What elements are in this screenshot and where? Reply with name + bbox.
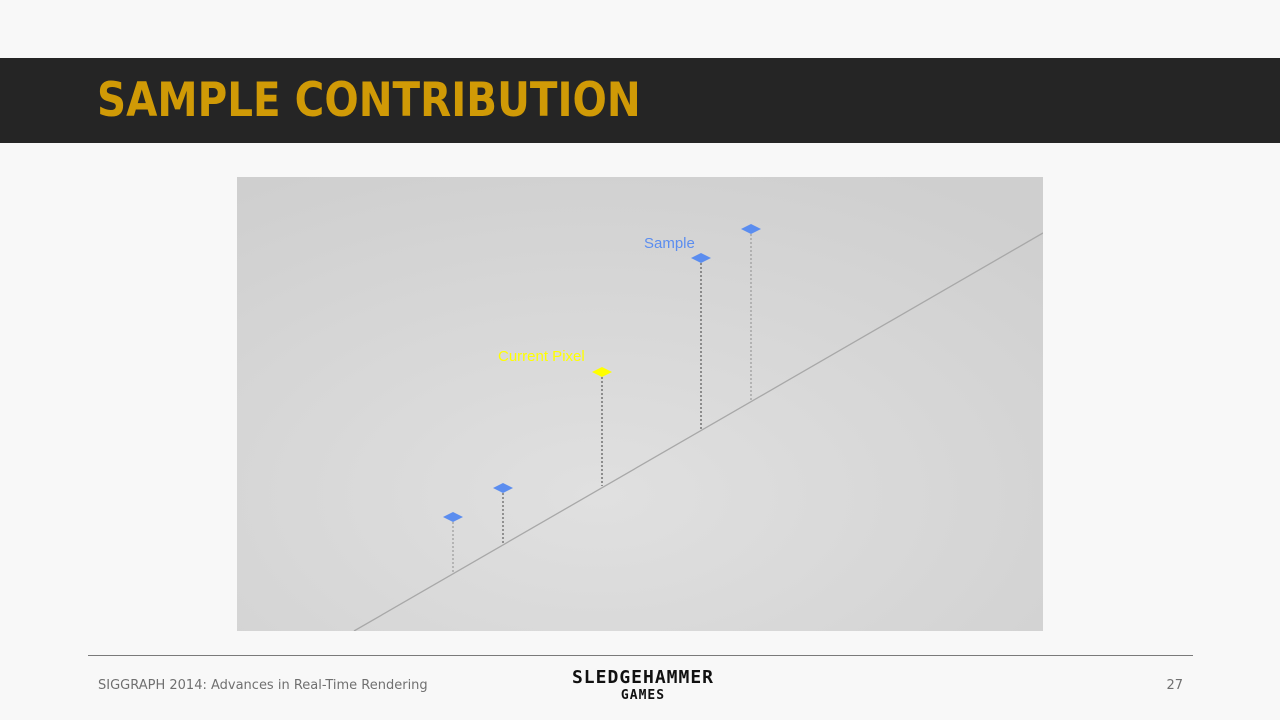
logo-line1: SLEDGEHAMMER	[571, 667, 715, 688]
sample-label: Sample	[644, 235, 695, 252]
figure-canvas: Sample Current Pixel	[237, 177, 1043, 631]
logo-line2: GAMES	[620, 688, 666, 703]
sample-contribution-figure: Sample Current Pixel	[237, 177, 1043, 631]
footer-divider	[88, 655, 1193, 656]
page-number: 27	[1166, 678, 1183, 693]
sample-point	[691, 253, 711, 263]
sample-point	[741, 224, 761, 234]
sample-point	[443, 512, 463, 522]
sample-point	[493, 483, 513, 493]
figure-background	[237, 177, 1043, 631]
title-bar	[0, 58, 1280, 143]
current-pixel-point	[592, 367, 612, 377]
current-pixel-label: Current Pixel	[498, 348, 585, 365]
slide-title: SAMPLE CONTRIBUTION	[97, 73, 641, 128]
surface-line	[353, 232, 1043, 631]
footer-conference-text: SIGGRAPH 2014: Advances in Real-Time Ren…	[98, 678, 428, 693]
sledgehammer-games-logo: SLEDGEHAMMER GAMES	[540, 668, 746, 704]
